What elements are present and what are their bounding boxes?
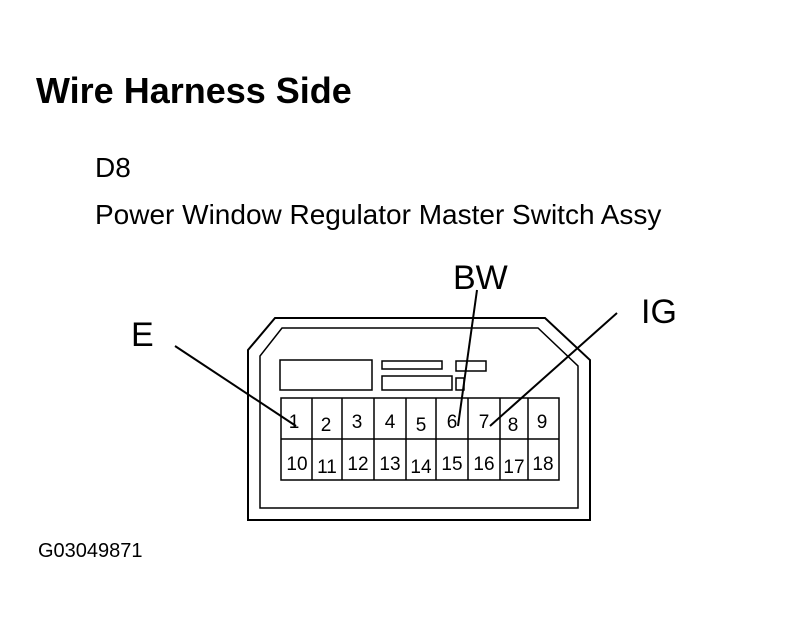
pin-13: 13 [379,454,400,475]
pin-18: 18 [532,454,553,475]
connector-key-slot-top [381,360,443,370]
pin-7: 7 [479,412,490,433]
connector-key-slot-large [279,359,373,391]
pin-8: 8 [508,415,519,436]
pin-16: 16 [473,454,494,475]
connector-inner-shell [259,327,579,509]
pin-10: 10 [286,454,307,475]
terminal-grid [280,397,560,481]
connector-id: D8 [95,152,131,183]
pin-3: 3 [352,412,363,433]
connector-outer-shell [247,317,591,521]
pin-4: 4 [385,412,396,433]
pin-14: 14 [410,457,432,478]
pin-2: 2 [321,415,332,436]
pin-6: 6 [447,412,458,433]
callout-label-bw: BW [453,259,508,297]
callout-label-e: E [131,316,154,354]
page-title: Wire Harness Side [36,70,352,111]
pin-12: 12 [347,454,368,475]
pin-9: 9 [537,412,548,433]
leader-line-bw [457,289,478,427]
leader-line-e [174,345,297,427]
connector-lock-tab-top [455,360,487,372]
connector-key-slot-mid [381,375,453,391]
pin-11: 11 [317,457,337,478]
callout-label-ig: IG [641,293,677,331]
pin-15: 15 [441,454,462,475]
pin-1: 1 [289,412,300,433]
pin-17: 17 [503,457,524,478]
figure-code: G03049871 [38,540,143,562]
pin-5: 5 [416,415,427,436]
leader-line-ig [489,312,618,427]
connector-name: Power Window Regulator Master Switch Ass… [95,199,662,230]
